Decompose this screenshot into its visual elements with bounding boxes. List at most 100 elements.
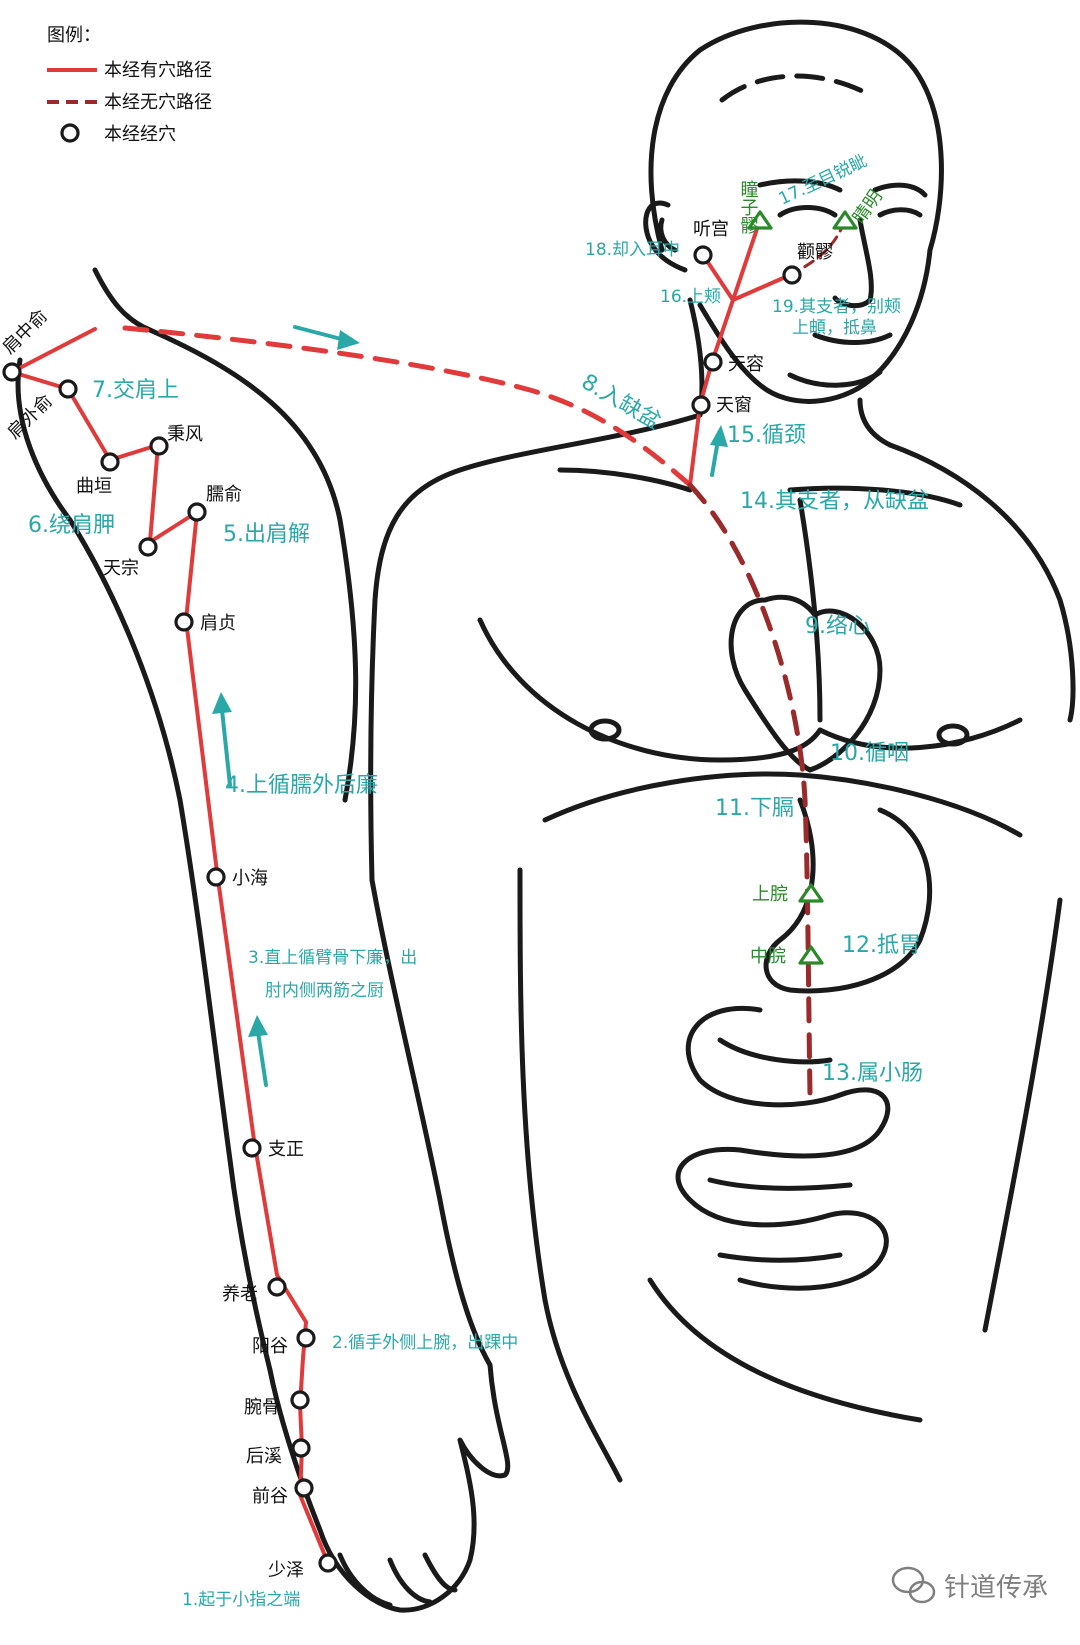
point-jianwaishu <box>58 379 78 399</box>
nose <box>832 217 874 309</box>
hairline <box>719 73 873 103</box>
point-tianrong <box>703 352 723 372</box>
arrow-shoulder-head <box>337 330 360 350</box>
arrow-forearm <box>256 1030 268 1087</box>
watermark-text: 针道传承 <box>944 1573 1048 1603</box>
step-14: 14.其支者，从缺盆 <box>740 489 929 514</box>
left-nipple <box>588 718 622 742</box>
step-13: 13.属小肠 <box>822 1061 923 1086</box>
legend-point-swatch <box>60 123 80 143</box>
internal-path-dashed <box>687 482 813 1098</box>
label-tongziliao: 瞳子髎 <box>738 180 759 234</box>
sternum <box>797 497 823 723</box>
label-jianzhen: 肩贞 <box>200 613 236 634</box>
meridian-paths <box>10 218 847 1565</box>
point-xiaohai <box>206 867 226 887</box>
label-jianwaishu: 肩外俞 <box>4 391 57 444</box>
left-brow <box>872 182 928 198</box>
step-19b: 上頔，抵鼻 <box>792 318 877 338</box>
label-qiangu: 前谷 <box>252 1486 288 1507</box>
right-brow <box>757 178 843 193</box>
point-tianchuang <box>691 395 711 415</box>
right-shoulder <box>887 442 1076 723</box>
legend-point-label: 本经经穴 <box>104 124 176 145</box>
step-16: 16.上颊 <box>660 287 721 307</box>
forearm-inner <box>369 877 493 1368</box>
arrow-neck <box>710 438 720 477</box>
shoulder-path-dashed <box>122 325 693 488</box>
diaphragm <box>542 771 1023 838</box>
step-1: 1.起于小指之端 <box>182 1590 300 1610</box>
point-zhongwan <box>798 945 824 965</box>
legend-dashed-label: 本经无穴路径 <box>104 92 212 113</box>
ear-inner <box>658 217 678 253</box>
left-eye <box>877 207 923 218</box>
body-outline <box>15 19 1076 1613</box>
step-3a: 3.直上循臂骨下廉，出 <box>248 948 417 968</box>
step-8: 8.入缺盆 <box>577 370 665 435</box>
neck-right <box>857 397 893 448</box>
label-houxi: 后溪 <box>246 1446 282 1467</box>
point-tinggong <box>693 245 713 265</box>
step-15: 15.循颈 <box>727 423 806 448</box>
small-intestine <box>675 1006 891 1291</box>
label-jingming: 睛明 <box>849 186 887 228</box>
label-tianchuang: 天窗 <box>716 395 752 416</box>
left-collarbone <box>557 467 693 493</box>
point-tianzong <box>138 537 158 557</box>
step-9: 9.络心 <box>805 614 870 639</box>
step-11: 11.下膈 <box>715 796 794 821</box>
point-tongziliao <box>747 210 773 230</box>
arrow-upper-arm-head <box>212 692 232 714</box>
head-outline <box>648 19 944 404</box>
right-collarbone <box>787 485 963 508</box>
chin-line <box>787 369 883 388</box>
heart-organ <box>728 594 883 773</box>
upper-arm-outer <box>92 267 359 803</box>
torso-left-side <box>517 867 623 1483</box>
point-jianzhen <box>174 612 194 632</box>
arrow-shoulder <box>293 325 347 342</box>
point-quanliao <box>782 265 802 285</box>
point-shangwan <box>798 883 824 903</box>
left-pec <box>477 617 823 763</box>
right-eye <box>777 205 838 218</box>
point-shaoze <box>318 1553 338 1573</box>
point-qiangu <box>294 1478 314 1498</box>
label-tianrong: 天容 <box>728 354 764 375</box>
left-shoulder <box>368 412 703 883</box>
label-shaoze: 少泽 <box>268 1560 304 1581</box>
legend-solid-label: 本经有穴路径 <box>104 60 212 81</box>
stomach-organ <box>763 797 933 994</box>
point-houxi <box>291 1438 311 1458</box>
step-19a: 19.其支者，别颊 <box>772 297 901 317</box>
label-naoshu: 臑俞 <box>206 484 242 505</box>
point-zhizheng <box>242 1138 262 1158</box>
label-zhongwan: 中脘 <box>750 946 786 967</box>
arrow-neck-head <box>710 425 728 447</box>
right-nipple <box>936 723 970 747</box>
step-6: 6.绕肩胛 <box>28 513 115 538</box>
step-2: 2.循手外侧上腕，出踝中 <box>332 1333 518 1353</box>
right-pec <box>817 717 1023 751</box>
point-yanggu <box>296 1328 316 1348</box>
label-zhizheng: 支正 <box>268 1139 304 1160</box>
step-4: 4.上循臑外后廉 <box>225 773 378 798</box>
hip-line <box>647 1277 923 1423</box>
label-quanliao: 颧髎 <box>797 242 833 263</box>
label-yanggu: 阳谷 <box>252 1336 288 1357</box>
point-jingming <box>832 210 858 230</box>
step-18: 18.却入耳中 <box>585 240 680 260</box>
label-tinggong: 听宫 <box>693 219 729 240</box>
point-bingfeng <box>149 436 169 456</box>
point-jianzhongshu <box>2 362 22 382</box>
point-naoshu <box>187 502 207 522</box>
label-wangu: 腕骨 <box>244 1397 280 1418</box>
torso-right-side <box>982 897 1063 1333</box>
legend-title: 图例： <box>47 25 101 46</box>
acupoints <box>2 210 858 1573</box>
label-bingfeng: 秉风 <box>167 424 203 445</box>
ear-outline <box>643 200 688 273</box>
step-10: 10.循咽 <box>830 741 909 766</box>
